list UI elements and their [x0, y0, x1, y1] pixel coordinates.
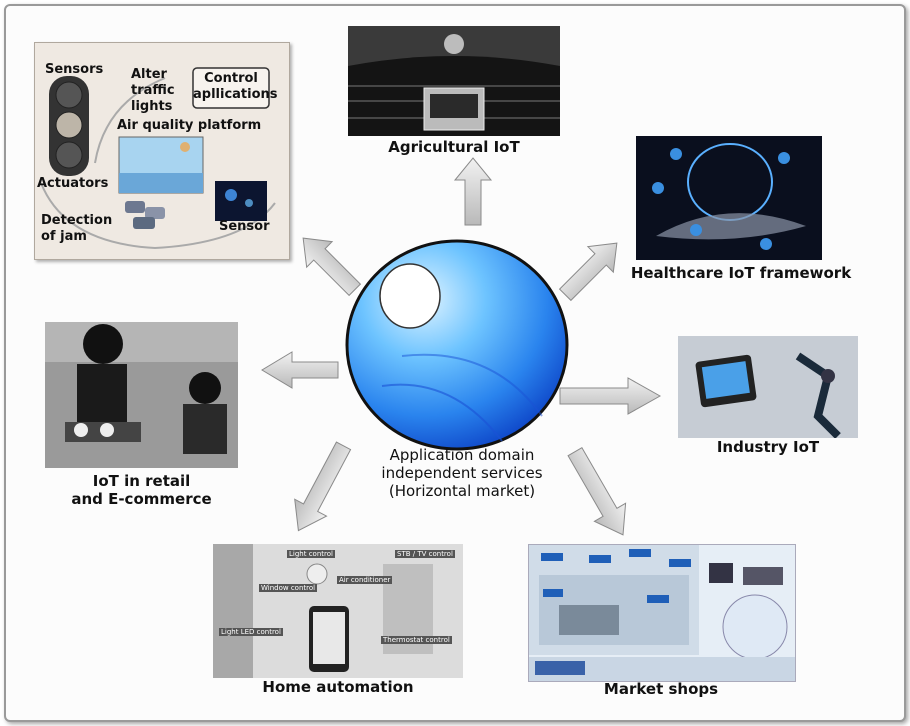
arrow-right: [559, 377, 662, 415]
arrow-downright: [567, 447, 627, 536]
air-quality-label: Air quality platform: [117, 118, 262, 133]
home-image: Light control Window control Air conditi…: [213, 544, 463, 678]
home-callout-window: Window control: [259, 584, 318, 592]
healthcare-label: Healthcare IoT framework: [630, 264, 852, 282]
home-label: Home automation: [262, 678, 414, 696]
home-callout-ac: Air conditioner: [337, 576, 393, 584]
actuators-label: Actuators: [37, 176, 109, 191]
arrow-up: [453, 157, 493, 226]
industry-label: Industry IoT: [716, 438, 820, 456]
alter-line-3: lights: [131, 99, 173, 114]
control-line-2: apllications: [193, 87, 278, 102]
center-line-2: independent services: [381, 464, 543, 482]
smart-city-art: [40, 67, 276, 250]
central-sphere: [345, 239, 569, 451]
retail-label: IoT in retail and E-commerce: [45, 472, 238, 508]
arrow-upleft: [302, 237, 362, 297]
control-line-1: Control: [204, 71, 258, 86]
control-applications-label: Control apllications: [193, 71, 278, 103]
agricultural-image: [348, 26, 560, 136]
center-line-3: (Horizontal market): [388, 482, 536, 500]
center-line-1: Application domain: [389, 446, 535, 464]
healthcare-image: [636, 136, 822, 260]
detection-line-2: of jam: [41, 229, 87, 244]
home-callout-tv: STB / TV control: [395, 550, 455, 558]
market-label: Market shops: [603, 680, 719, 698]
alter-line-1: Alter: [131, 67, 167, 82]
sensor-label: Sensor: [219, 219, 270, 234]
detection-jam-label: Detection of jam: [41, 213, 112, 245]
retail-line-2: and E-commerce: [71, 490, 212, 508]
alter-line-2: traffic: [131, 83, 175, 98]
agricultural-label: Agricultural IoT: [388, 138, 520, 156]
home-callout-thermostat: Thermostat control: [381, 636, 452, 644]
retail-image: [45, 322, 238, 468]
arrow-upright: [558, 242, 618, 302]
arrow-left: [261, 351, 339, 389]
center-label: Application domain independent services …: [352, 446, 572, 500]
home-callout-led: Light LED control: [219, 628, 283, 636]
arrow-downleft: [294, 441, 352, 532]
smart-city-panel: Sensors Alter traffic lights Control apl…: [34, 42, 290, 260]
industry-image: [678, 336, 858, 438]
market-image: [528, 544, 796, 682]
sensors-label: Sensors: [45, 62, 104, 77]
home-callout-light: Light control: [287, 550, 335, 558]
retail-line-1: IoT in retail: [92, 472, 191, 490]
alter-traffic-label: Alter traffic lights: [131, 67, 175, 115]
detection-line-1: Detection: [41, 213, 113, 228]
